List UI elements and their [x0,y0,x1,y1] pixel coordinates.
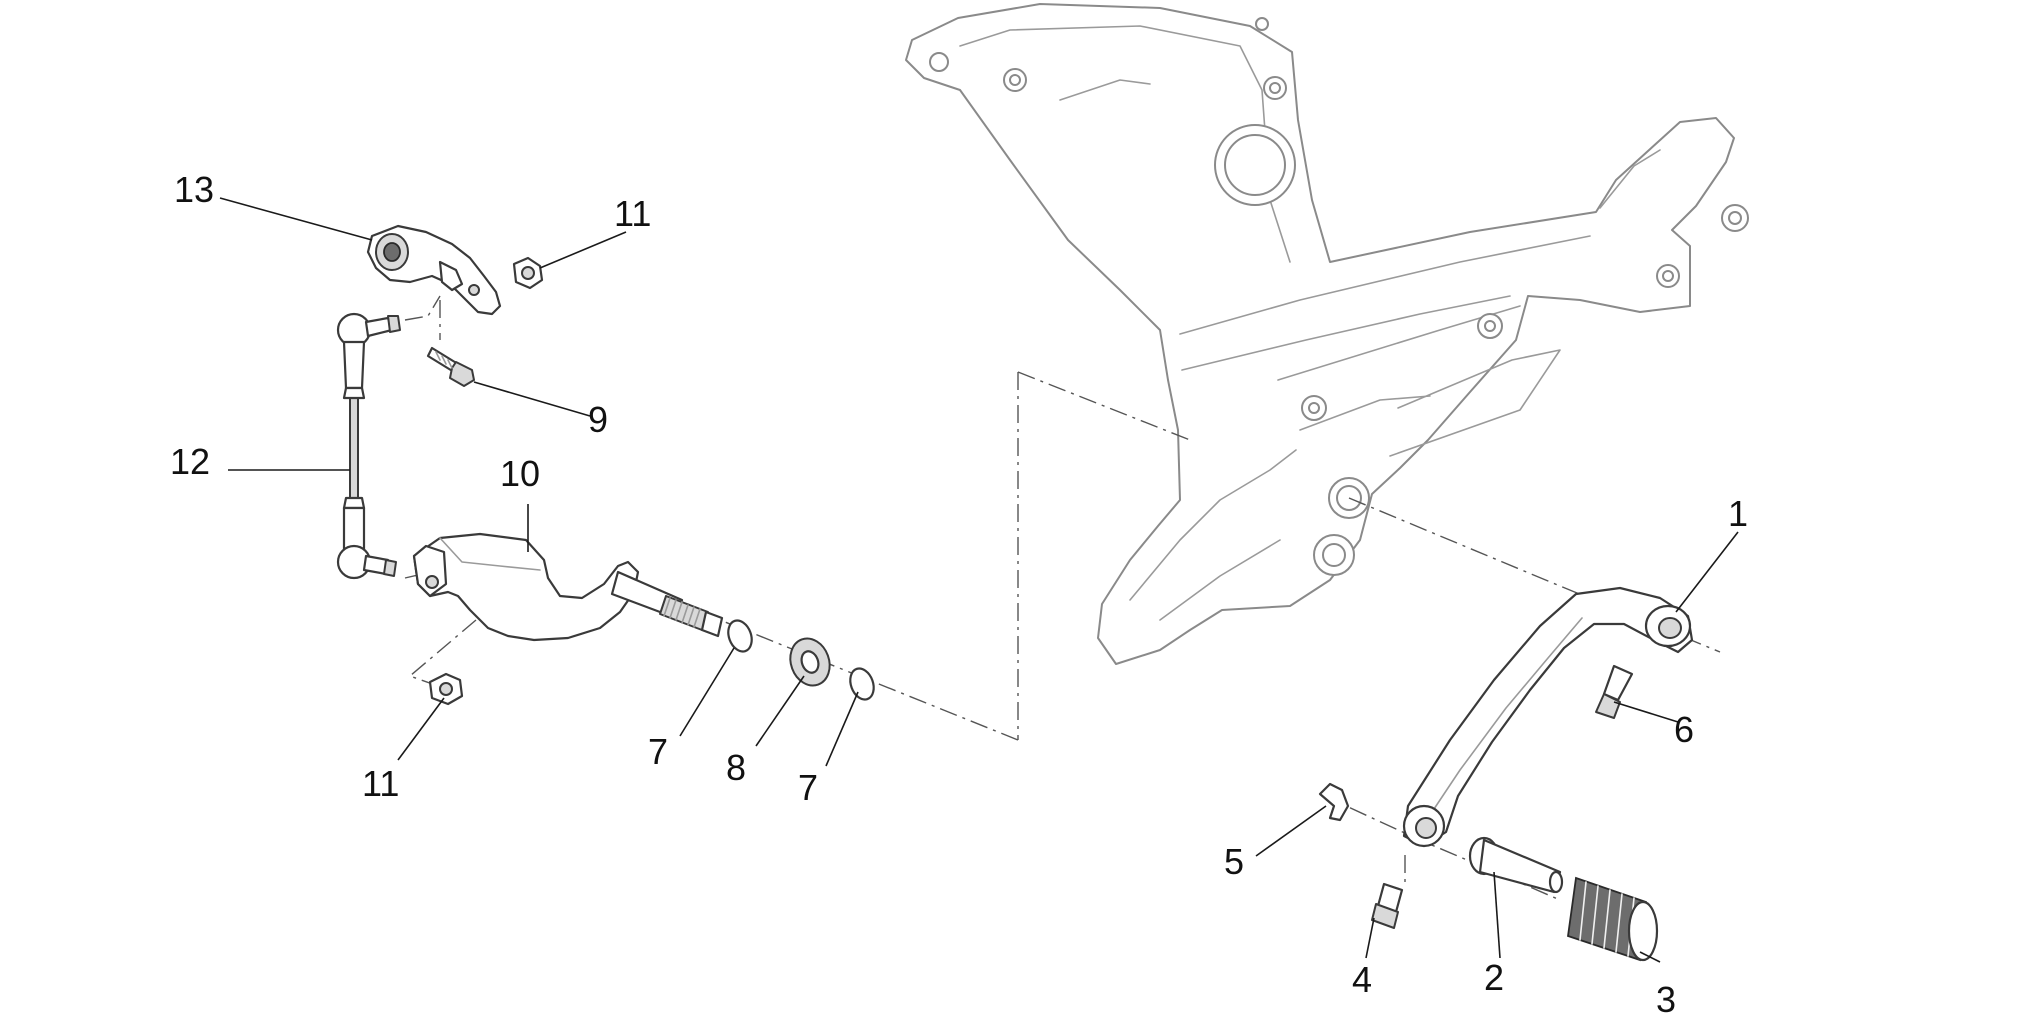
callout-5: 5 [1224,841,1244,882]
callout-1: 1 [1728,493,1748,534]
part-13-lever [366,224,502,316]
frame-plate [905,3,1749,665]
callout-13: 13 [174,169,214,210]
part-2-pin [1468,836,1564,894]
part-7-circlip-a [727,619,753,653]
part-6-screw [1595,664,1634,719]
callout-11-top: 11 [614,193,651,234]
callout-10: 10 [500,453,540,494]
part-12-shift-rod [336,312,401,580]
part-1-pedal-arm [1402,586,1694,848]
callout-2: 2 [1484,957,1504,998]
callout-4: 4 [1352,959,1372,1000]
part-10-shift-lever [412,532,724,642]
part-4-bolt [1371,882,1404,929]
callout-6: 6 [1674,709,1694,750]
callout-8: 8 [726,747,746,788]
part-7-circlip-b [849,667,875,701]
part-5-split-pin [1318,782,1350,822]
callout-7-b: 7 [798,767,818,808]
part-11-nut-bottom [428,672,464,706]
callout-11-bottom: 11 [362,763,399,804]
part-11-nut-top [512,256,544,290]
callout-12: 12 [170,441,210,482]
leader-lines [219,197,1739,963]
part-9-screw [426,346,475,387]
callout-9: 9 [588,399,608,440]
callout-3: 3 [1656,979,1676,1018]
callout-7-a: 7 [648,731,668,772]
part-8-washer [789,637,831,687]
callout-labels: 1 2 3 4 5 6 7 7 8 9 10 11 11 12 13 [170,169,1748,1018]
part-3-rubber-peg [1567,876,1659,962]
